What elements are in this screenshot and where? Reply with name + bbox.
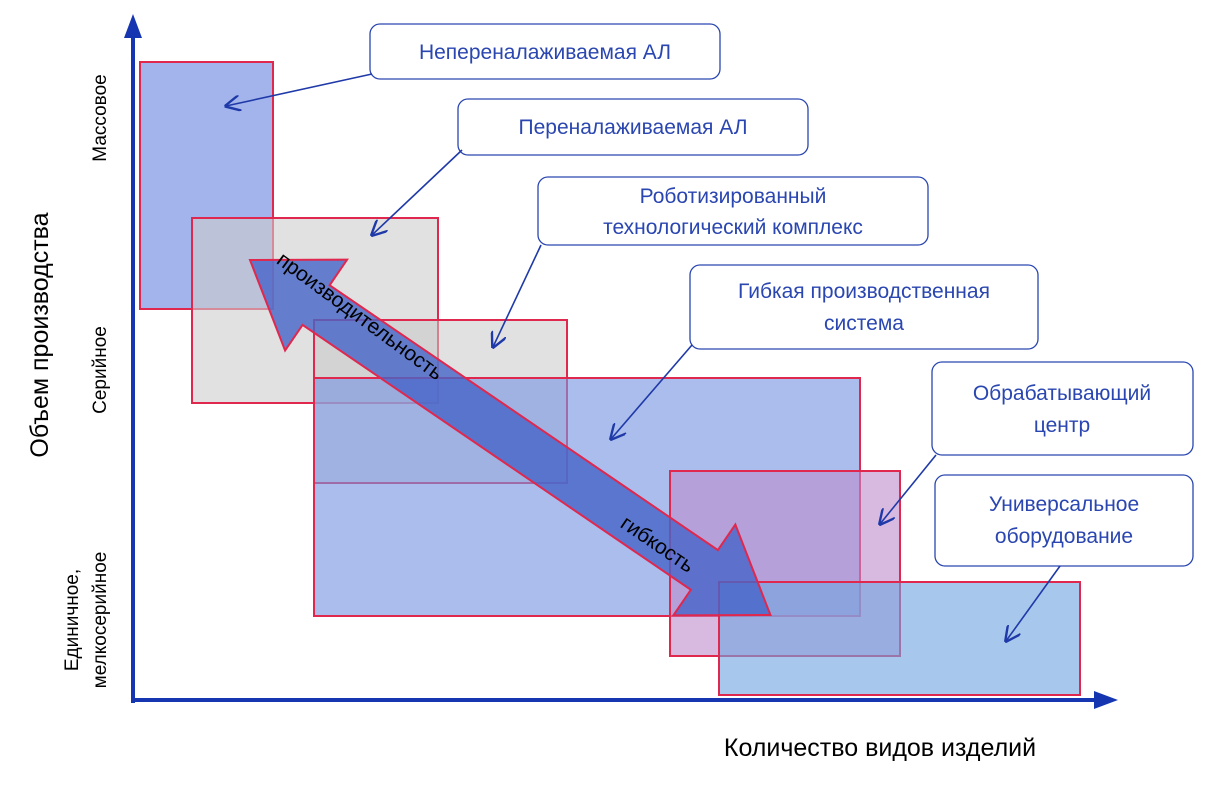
svg-text:Гибкая производственная: Гибкая производственная (738, 280, 990, 303)
x-axis-title: Количество видов изделий (724, 734, 1036, 762)
callout-reconfigurable-line: Переналаживаемая АЛ (372, 98, 809, 235)
svg-text:Универсальное: Универсальное (989, 493, 1139, 516)
y-level-mass: Массовое (90, 74, 111, 161)
svg-text:система: система (824, 312, 904, 335)
callout-robotic-complex: Роботизированный технологический комплек… (493, 176, 929, 347)
zone-universal-equipment (718, 581, 1081, 696)
svg-text:Роботизированный: Роботизированный (640, 185, 827, 208)
y-level-serial: Серийное (90, 326, 111, 414)
svg-text:Обрабатывающий: Обрабатывающий (973, 382, 1151, 405)
callout-machining-center: Обрабатывающий центр (880, 361, 1194, 524)
y-axis-arrow-icon (124, 14, 142, 38)
callout-universal-equipment: Универсальное оборудование (934, 474, 1194, 641)
callout-non-reconfigurable-line: Непереналаживаемая АЛ (226, 23, 721, 106)
svg-text:Переналаживаемая АЛ: Переналаживаемая АЛ (519, 116, 748, 139)
svg-text:центр: центр (1034, 414, 1090, 437)
y-axis-title: Объем производства (26, 212, 54, 457)
callout-flexible-system: Гибкая производственная система (611, 264, 1039, 439)
svg-text:Непереналаживаемая АЛ: Непереналаживаемая АЛ (419, 41, 671, 64)
y-level-single: Единичное, (62, 569, 83, 671)
y-level-small-batch: мелкосерийное (90, 552, 111, 689)
svg-text:технологический комплекс: технологический комплекс (603, 216, 863, 239)
svg-text:оборудование: оборудование (995, 525, 1133, 548)
x-axis-arrow-icon (1094, 691, 1118, 709)
